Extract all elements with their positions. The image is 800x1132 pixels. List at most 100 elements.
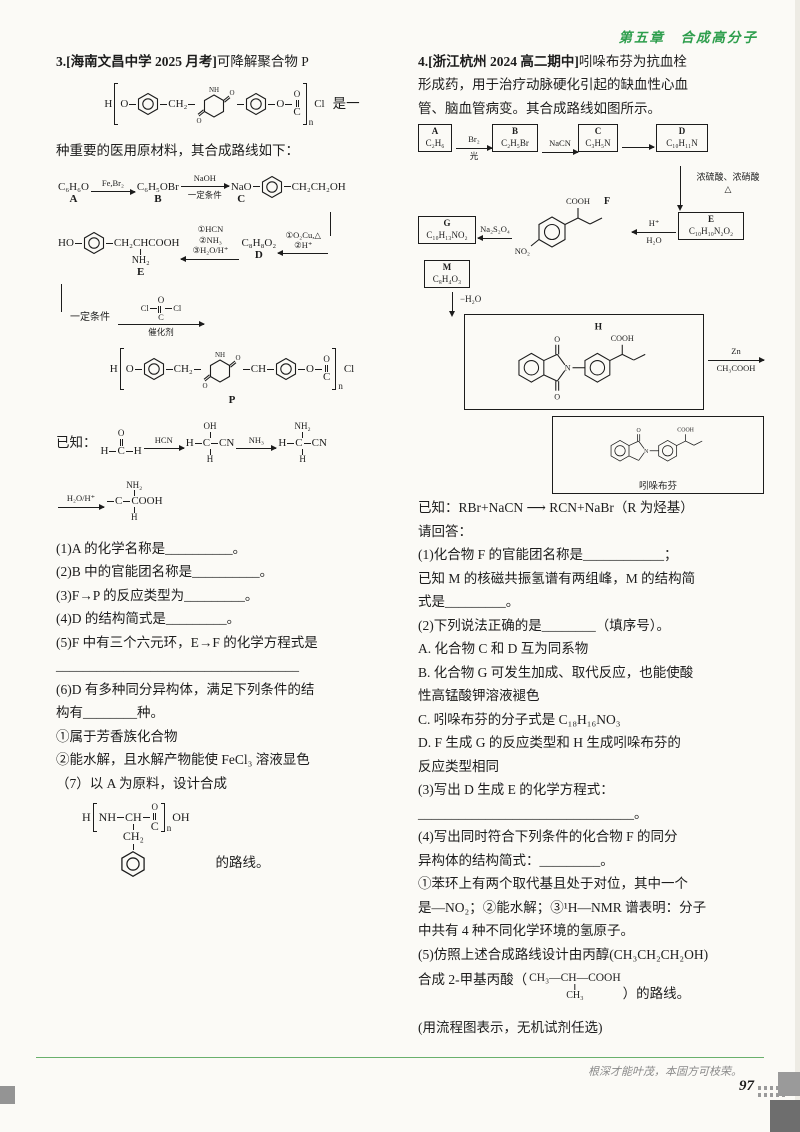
right-bracket xyxy=(302,83,307,126)
bond xyxy=(267,368,275,370)
benzene-ring xyxy=(246,93,267,116)
compound-f-structure: F NO₂ COOH xyxy=(515,196,610,256)
q3-number: 3. xyxy=(56,54,67,69)
condition-label: 一定条件 xyxy=(61,283,110,323)
bond xyxy=(74,242,82,244)
indobufen-box: O N COOH 吲哚布芬 xyxy=(552,416,764,495)
condition-label: 一定条件 xyxy=(187,189,222,200)
bond xyxy=(194,442,202,444)
q3-title: 3.[海南文昌中学 2025 月考]可降解聚合物 P xyxy=(56,50,408,73)
h-atom: H xyxy=(278,436,287,449)
bond xyxy=(302,449,304,456)
c-atom: C xyxy=(150,818,159,833)
c-atom: C xyxy=(117,444,125,457)
reagent-label: Fe,Br₂ xyxy=(101,178,124,189)
arrow-shaft xyxy=(180,255,240,262)
compound-h-structure: H O O N COOH xyxy=(518,322,646,402)
q4-ask: 请回答： xyxy=(418,523,472,539)
reaction-arrow: HCN xyxy=(143,435,185,452)
compound-a: C₆H₆O A xyxy=(58,181,89,205)
h-atom: H xyxy=(133,444,142,457)
q3-cond1: ①属于芳香族化合物 xyxy=(56,728,178,744)
q3-route-row2: HO CH₂ CH NH₂ E COOH ①HCN ②NH₃ ③H₂O/H⁺ xyxy=(58,212,408,278)
corner-block xyxy=(0,1086,15,1104)
bond xyxy=(302,431,304,438)
reagent-label: 浓硫酸、浓硝酸 xyxy=(696,172,760,183)
bond xyxy=(303,442,311,444)
bond xyxy=(132,843,134,850)
nh2-group: NH₂ xyxy=(294,421,311,432)
o-atom: O xyxy=(151,802,158,813)
q3-sub6b: 构有________种。 xyxy=(56,705,164,721)
arrow-shaft xyxy=(90,188,136,195)
bond xyxy=(188,103,196,105)
o-atom: O xyxy=(117,428,125,439)
q4-option-c: C. 吲哚布芬的分子式是 C₁₈H₁₆NO₃ xyxy=(418,711,621,727)
bond xyxy=(105,242,113,244)
ch-group: CH xyxy=(125,810,142,825)
q3-sub7: （7）以 A 为原料，设计合成 xyxy=(56,775,228,791)
q4-cond3: 中共有 4 种不同化学环境的氢原子。 xyxy=(418,923,634,939)
q3-sub5: (5)F 中有三个六元环，E→F 的化学方程式是 xyxy=(56,634,318,650)
bond xyxy=(165,308,173,310)
compound-c: NaO C xyxy=(231,181,252,205)
methylpropanoic-acid-structure: CH₃—CH—COOH CH₃ xyxy=(529,972,621,1001)
ch-group: CH xyxy=(133,237,149,250)
q4-synthesis-scheme: A C₂H₆ Br₂ 光 B C₂H₅Br NaCN C C₃H₅N xyxy=(418,124,770,496)
ch-with-amine: CH NH₂ E xyxy=(132,237,150,278)
reagent-list: ①O₂Cu,△ ②H⁺ xyxy=(286,230,321,251)
left-column: 3.[海南文昌中学 2025 月考]可降解聚合物 P H O CH₂ NH O … xyxy=(56,50,408,931)
left-bracket xyxy=(92,803,97,833)
cooh-label: COOH xyxy=(677,427,694,433)
formaldehyde-structure: O H C H xyxy=(100,428,142,457)
arrow-shaft xyxy=(236,445,278,452)
label-m: M xyxy=(442,262,452,273)
q4-intro2: 形成药，用于治疗动脉硬化引起的缺血性心血 xyxy=(418,77,688,93)
q3-sub1: (1)A 的化学名称是__________。 xyxy=(56,540,247,556)
arrow-shaft xyxy=(143,445,185,452)
condition-label: 光 xyxy=(469,151,479,162)
bond xyxy=(209,449,211,456)
bond xyxy=(211,442,219,444)
q4-source: [浙江杭州 2024 高二期中] xyxy=(428,54,579,69)
benzene-ring xyxy=(143,357,164,381)
bond xyxy=(268,103,276,105)
acid-main-chain: CH₃—CH—COOH xyxy=(529,972,621,985)
benzene-ring xyxy=(121,850,146,877)
inline-text: 是一 xyxy=(332,96,360,112)
left-bracket xyxy=(119,348,124,391)
label-c: C xyxy=(594,126,602,137)
bond xyxy=(133,507,135,514)
ch2-group: CH₂ xyxy=(122,829,144,844)
compound-box-b: B C₂H₅Br xyxy=(492,124,538,152)
q3-sub2: (2)B 中的官能团名称是__________。 xyxy=(56,564,274,580)
label-e: E xyxy=(707,214,714,225)
h-atom: H xyxy=(131,512,138,523)
benzene-ring xyxy=(261,175,282,198)
q3-route-row3: 一定条件 Cl O C Cl 催化剂 xyxy=(61,283,408,338)
compound-box-m: M C₈H₄O₃ xyxy=(424,260,470,288)
methyl-group: CH₃ xyxy=(566,990,584,1002)
arrow-shaft xyxy=(118,321,205,328)
arrow-shaft xyxy=(631,228,676,235)
cl-atom: Cl xyxy=(140,303,149,314)
c-atom: C xyxy=(293,105,301,118)
reagent-label: H₂O/H⁺ xyxy=(66,493,96,504)
q3-sub7-tail: 的路线。 xyxy=(215,855,270,871)
arrow-shaft xyxy=(708,356,765,363)
label-a: A xyxy=(431,126,439,137)
nh2-group: NH₂ xyxy=(126,479,143,490)
arrow-shaft xyxy=(58,503,105,510)
cooh-group: COOH xyxy=(148,237,180,250)
cyanohydrin-structure: OH H C CN H xyxy=(186,421,235,464)
h-atom: H xyxy=(100,444,109,457)
arrow-shaft xyxy=(456,144,493,151)
compound-d: C₈H₈O₂ D xyxy=(241,237,276,261)
bond xyxy=(133,489,135,496)
bond xyxy=(237,103,245,105)
oh-group: OH xyxy=(203,421,217,432)
q4-sub5b-row: 合成 2-甲基丙酸（ CH₃—CH—COOH CH₃ ）的路线。 xyxy=(418,968,770,1002)
q3-sub3: (3)F→P 的反应类型为_________。 xyxy=(56,587,259,603)
bond xyxy=(117,817,125,819)
